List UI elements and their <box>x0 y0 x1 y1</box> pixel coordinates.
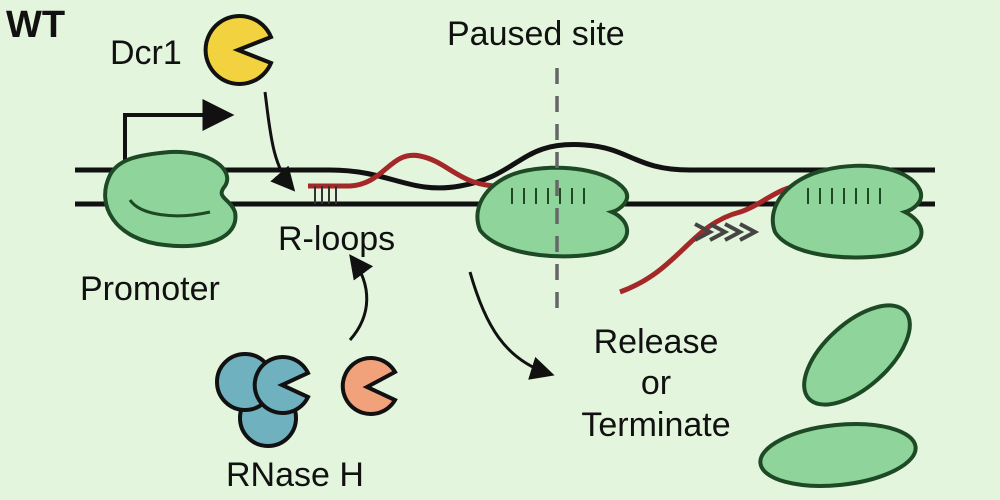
paused-to-release-arrow <box>468 271 555 380</box>
release-line-3: Terminate <box>581 405 731 444</box>
release-line-1: Release <box>593 323 719 361</box>
rnase-h-label: RNase H <box>226 456 364 494</box>
promoter-label: Promoter <box>80 270 220 308</box>
rnaseh-to-rloop-arrow <box>348 254 374 341</box>
r-loops-label: R-loops <box>278 220 396 258</box>
rna-strand <box>308 152 605 189</box>
promoter-arrow-icon <box>123 99 235 170</box>
rnase-h-complex-icon <box>215 352 311 448</box>
release-terminate-label: Release or Terminate <box>556 322 756 446</box>
rnase-h-pacman-icon <box>340 356 398 416</box>
rloop-hybrid-ticks-1 <box>314 186 337 204</box>
dna-nontemplate-strand <box>75 142 935 191</box>
rna-polymerase-promoter <box>103 149 238 249</box>
chevron-arrows-icon <box>694 222 760 242</box>
dcr1-to-rloop-arrow <box>263 91 296 192</box>
rna-strand-2 <box>619 183 882 295</box>
dcr1-label: Dcr1 <box>110 34 182 72</box>
dcr1-pacman-icon <box>203 14 274 86</box>
rna-polymerase-elongating <box>770 163 924 260</box>
release-line-2: or <box>640 364 672 403</box>
panel-label: WT <box>6 4 66 46</box>
paused-site-label: Paused site <box>447 15 625 53</box>
rna-polymerase-paused <box>475 165 630 259</box>
rna-polymerase-released <box>758 303 918 488</box>
